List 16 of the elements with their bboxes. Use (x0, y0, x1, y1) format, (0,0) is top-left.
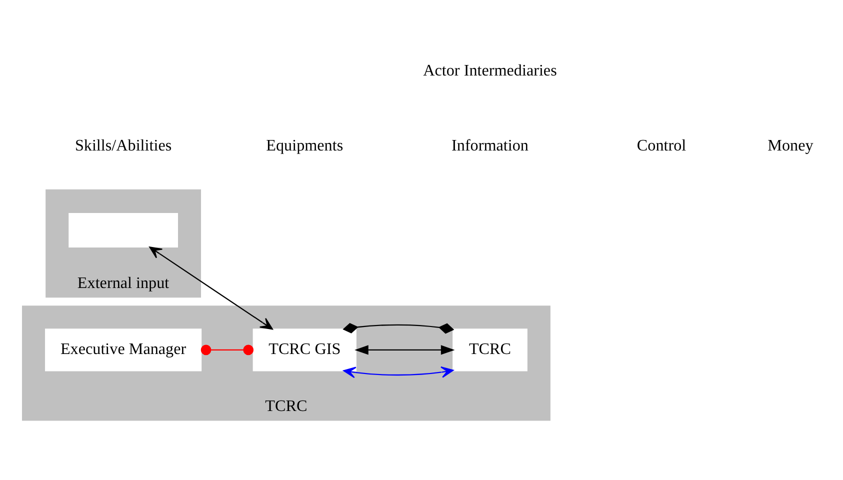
arrow (149, 246, 273, 330)
connector (342, 322, 454, 334)
arrow (354, 345, 455, 355)
node-box: TCRC GIS (252, 328, 356, 372)
arrow (343, 366, 454, 378)
legend-label: Information (452, 137, 528, 154)
node-box: TCRC (452, 328, 528, 372)
legend-label: Equipments (266, 137, 344, 154)
label: Actor Intermediaries (423, 62, 557, 80)
connector (200, 344, 254, 356)
legend-label: Skills/Abilities (74, 137, 172, 154)
legend-label: Money (768, 137, 814, 154)
legend-label: Control (636, 137, 686, 154)
cluster: External input (46, 189, 202, 298)
node-box (68, 212, 178, 248)
node-box: Executive Manager (45, 328, 202, 372)
